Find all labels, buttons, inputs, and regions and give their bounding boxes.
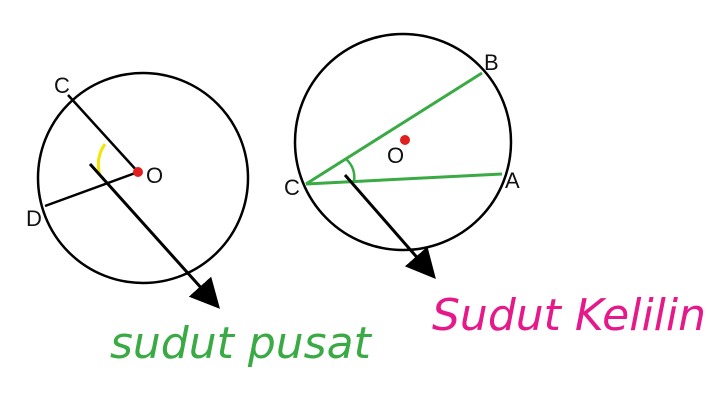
label-o-right: O xyxy=(387,143,404,168)
inscribed-angle-caption: Sudut Keliling xyxy=(432,290,706,341)
arrow-to-central-caption xyxy=(88,162,221,309)
center-o-dot-right xyxy=(400,135,410,145)
right-circle xyxy=(293,32,513,252)
label-o-left: O xyxy=(146,163,163,188)
radius-od xyxy=(44,170,139,208)
center-o-dot-left xyxy=(133,167,143,177)
inscribed-angle-arc xyxy=(345,158,356,183)
label-b-right: B xyxy=(484,50,499,75)
central-angle-figure: C D O sudut pusat xyxy=(26,71,373,369)
label-c-left: C xyxy=(54,73,70,98)
label-c-right: C xyxy=(284,175,300,200)
inscribed-angle-figure: B A C O Sudut Keliling xyxy=(284,32,706,341)
label-a-right: A xyxy=(505,168,520,193)
central-angle-arc xyxy=(96,143,107,177)
left-circle xyxy=(36,71,250,285)
chord-cb xyxy=(305,71,483,186)
label-d-left: D xyxy=(26,206,42,231)
arrow-to-inscribed-caption xyxy=(343,174,436,280)
central-angle-caption: sudut pusat xyxy=(110,318,373,369)
radius-oc xyxy=(67,94,139,173)
chord-ca xyxy=(305,172,503,186)
